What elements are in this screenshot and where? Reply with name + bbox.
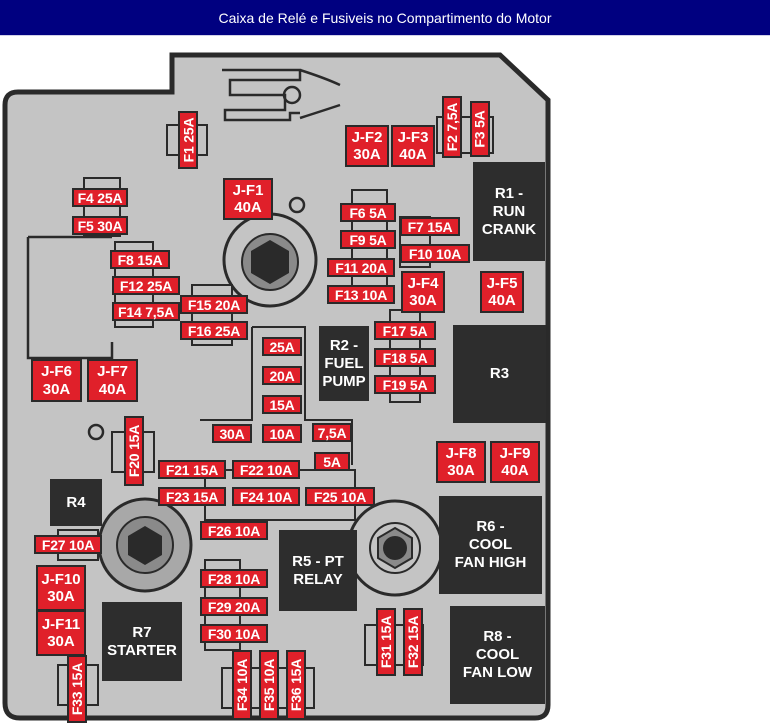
relay-r8-cool-fan-low[interactable]: R8 - COOL FAN LOW bbox=[450, 606, 545, 704]
jcase-fuse-jf1[interactable]: J-F1 40A bbox=[223, 178, 273, 220]
fuse-f9[interactable]: F9 5A bbox=[340, 230, 396, 249]
fuse-f4[interactable]: F4 25A bbox=[72, 188, 128, 207]
jcase-fuse-jf4[interactable]: J-F4 30A bbox=[401, 271, 445, 313]
page-header: Caixa de Relé e Fusiveis no Compartiment… bbox=[0, 0, 770, 36]
fuse-f35[interactable]: F35 10A bbox=[259, 650, 279, 720]
fuse-f5[interactable]: F5 30A bbox=[72, 216, 128, 235]
bolt-hex-icon bbox=[128, 526, 162, 565]
mount-hole bbox=[87, 423, 105, 441]
fuse-f23[interactable]: F23 15A bbox=[158, 487, 226, 506]
fuse-f18[interactable]: F18 5A bbox=[374, 348, 436, 367]
relay-r7-starter[interactable]: R7 STARTER bbox=[102, 602, 182, 681]
fuse-f34[interactable]: F34 10A bbox=[232, 650, 252, 720]
relay-r1-run-crank[interactable]: R1 - RUN CRANK bbox=[473, 162, 545, 261]
mount-hole bbox=[288, 196, 306, 214]
spare-fuse-30a[interactable]: 30A bbox=[212, 424, 252, 443]
relay-r6-cool-fan-high[interactable]: R6 - COOL FAN HIGH bbox=[439, 496, 542, 594]
jcase-fuse-jf9[interactable]: J-F9 40A bbox=[490, 441, 540, 483]
fuse-f29[interactable]: F29 20A bbox=[200, 597, 268, 616]
spare-fuse-20a[interactable]: 20A bbox=[262, 366, 302, 385]
jcase-fuse-jf6[interactable]: J-F6 30A bbox=[31, 359, 82, 402]
jcase-fuse-jf8[interactable]: J-F8 30A bbox=[436, 441, 486, 483]
fuse-f16[interactable]: F16 25A bbox=[180, 321, 248, 340]
bolt-hex-icon bbox=[251, 240, 289, 284]
relay-r4[interactable]: R4 bbox=[50, 479, 102, 526]
fuse-f13[interactable]: F13 10A bbox=[327, 285, 395, 304]
fuse-f15[interactable]: F15 20A bbox=[180, 295, 248, 314]
spare-fuse-5a[interactable]: 5A bbox=[314, 452, 350, 471]
jcase-fuse-jf2[interactable]: J-F2 30A bbox=[345, 125, 389, 167]
jcase-fuse-jf11[interactable]: J-F11 30A bbox=[36, 610, 86, 656]
clip-ring bbox=[282, 85, 302, 105]
fuse-f31[interactable]: F31 15A bbox=[376, 608, 396, 676]
fuse-f30[interactable]: F30 10A bbox=[200, 624, 268, 643]
fuse-f26[interactable]: F26 10A bbox=[200, 521, 268, 540]
fuse-f36[interactable]: F36 15A bbox=[286, 650, 306, 720]
fuse-f27[interactable]: F27 10A bbox=[34, 535, 102, 554]
fuse-f22[interactable]: F22 10A bbox=[232, 460, 300, 479]
fuse-f2[interactable]: F2 7,5A bbox=[442, 96, 462, 158]
spare-fuse-25a[interactable]: 25A bbox=[262, 337, 302, 356]
spare-fuse-10a[interactable]: 10A bbox=[262, 424, 302, 443]
fuse-f8[interactable]: F8 15A bbox=[110, 250, 170, 269]
fuse-f6[interactable]: F6 5A bbox=[340, 203, 396, 222]
relay-r3[interactable]: R3 bbox=[453, 325, 546, 423]
fuse-f25[interactable]: F25 10A bbox=[305, 487, 375, 506]
fuse-f12[interactable]: F12 25A bbox=[112, 276, 180, 295]
page-title: Caixa de Relé e Fusiveis no Compartiment… bbox=[218, 9, 552, 26]
relay-r2-fuel-pump[interactable]: R2 - FUEL PUMP bbox=[319, 326, 369, 401]
fuse-f14[interactable]: F14 7,5A bbox=[112, 302, 180, 321]
spare-fuse-15a[interactable]: 15A bbox=[262, 395, 302, 414]
fuse-f20[interactable]: F20 15A bbox=[124, 416, 144, 486]
jcase-fuse-jf10[interactable]: J-F10 30A bbox=[36, 565, 86, 611]
fuse-f28[interactable]: F28 10A bbox=[200, 569, 268, 588]
fuse-f33[interactable]: F33 15A bbox=[67, 655, 87, 723]
jcase-fuse-jf7[interactable]: J-F7 40A bbox=[87, 359, 138, 402]
fuse-f19[interactable]: F19 5A bbox=[374, 375, 436, 394]
clip-bracket bbox=[222, 68, 341, 122]
relay-r5-pt-relay[interactable]: R5 - PT RELAY bbox=[279, 530, 357, 611]
fuse-f21[interactable]: F21 15A bbox=[158, 460, 226, 479]
fuse-f10[interactable]: F10 10A bbox=[400, 244, 470, 263]
fuse-f11[interactable]: F11 20A bbox=[327, 258, 395, 277]
jcase-fuse-jf3[interactable]: J-F3 40A bbox=[391, 125, 435, 167]
fuse-f7[interactable]: F7 15A bbox=[400, 217, 460, 236]
fuse-f3[interactable]: F3 5A bbox=[470, 101, 490, 157]
jcase-fuse-jf5[interactable]: J-F5 40A bbox=[480, 271, 524, 313]
fuse-f24[interactable]: F24 10A bbox=[232, 487, 300, 506]
fuse-f32[interactable]: F32 15A bbox=[403, 608, 423, 676]
fuse-f1[interactable]: F1 25A bbox=[178, 111, 198, 169]
spare-fuse-7-5a[interactable]: 7,5A bbox=[312, 423, 352, 442]
fuse-f17[interactable]: F17 5A bbox=[374, 321, 436, 340]
